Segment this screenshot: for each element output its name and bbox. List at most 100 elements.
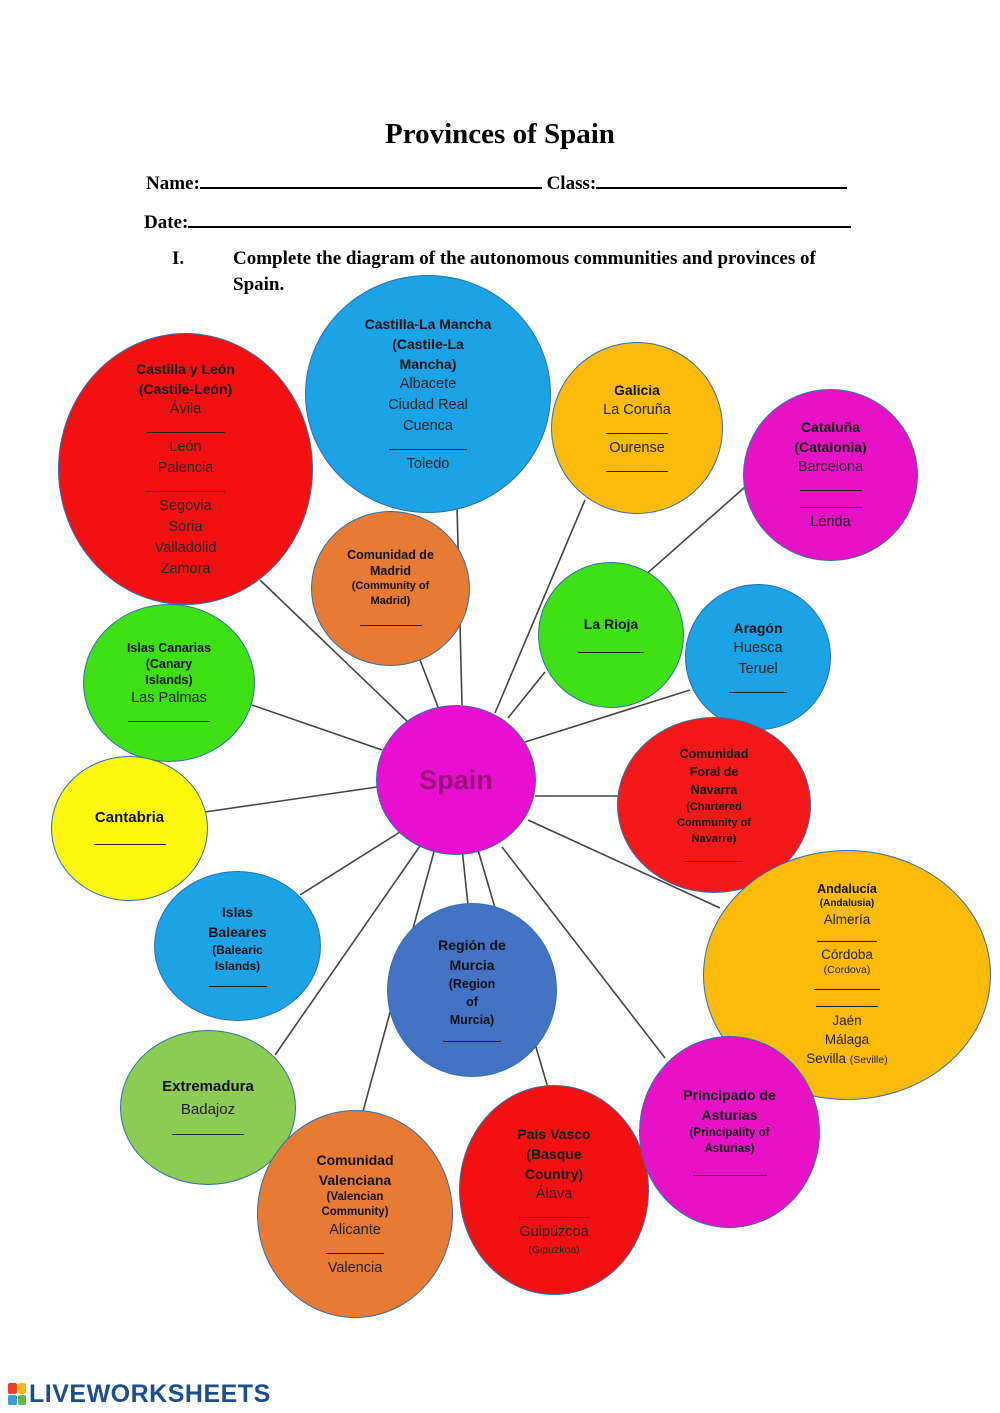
extremadura-name: Extremadura (162, 1077, 254, 1095)
cantabria-name: Cantabria (94, 809, 165, 826)
madrid-blank[interactable] (359, 613, 422, 626)
castilla-leon-zamora: Zamora (160, 560, 211, 577)
valenciana-alicante: Alicante (329, 1221, 381, 1238)
pais-vasco-name: País Vasco (517, 1125, 591, 1142)
pais-vasco-alt: (Basque Country) (524, 1145, 584, 1182)
castilla-mancha-cuenca: Cuenca (403, 417, 453, 434)
connector-andalucia (527, 819, 721, 909)
andalucia-blank-2[interactable] (814, 977, 880, 990)
andalucia-alt: (Andalusia) (819, 897, 875, 909)
pais-vasco-blank[interactable] (519, 1205, 589, 1218)
cataluna-name: Cataluña (800, 419, 861, 435)
navarra-name: Comunidad Foral de Navarra (679, 746, 749, 797)
cataluna-barcelona: Barcelona (797, 459, 864, 475)
madrid-alt: (Community of Madrid) (351, 580, 430, 607)
castilla-mancha-toledo: Toledo (406, 455, 450, 472)
name-blank[interactable] (199, 171, 542, 189)
pais-vasco-guipuzcoa-note: (Gipuzkoa) (528, 1243, 580, 1256)
bubble-madrid: Comunidad de Madrid (Community of Madrid… (311, 511, 470, 666)
castilla-leon-leon: León (169, 438, 202, 455)
andalucia-blank-3[interactable] (816, 994, 878, 1007)
andalucia-jaen: Jaén (832, 1012, 862, 1028)
bubble-baleares: Islas Baleares (Balearic Islands) (154, 871, 321, 1021)
asturias-blank[interactable] (692, 1163, 767, 1176)
class-blank[interactable] (596, 171, 848, 189)
andalucia-almeria: Almería (823, 911, 871, 927)
date-blank[interactable] (188, 210, 852, 228)
cataluna-lerida: Lérida (810, 514, 851, 530)
cantabria-blank[interactable] (93, 832, 166, 845)
connector-galicia (494, 499, 586, 714)
canarias-name: Islas Canarias (126, 641, 212, 655)
andalucia-sevilla-note: (Seville) (849, 1053, 888, 1066)
instruction-number: I. (172, 248, 185, 269)
aragon-huesca: Huesca (733, 639, 783, 656)
spain-label: Spain (419, 764, 493, 795)
castilla-mancha-ciudad-real: Ciudad Real (388, 396, 468, 413)
name-class-row: Name: Class: (146, 171, 848, 195)
castilla-mancha-blank[interactable] (389, 437, 467, 450)
andalucia-cordoba: Córdoba (821, 946, 873, 962)
pais-vasco-guipuzcoa: Guipúzcoa (519, 1223, 589, 1240)
bubble-murcia: Región de Murcia (Region of Murcia) (387, 903, 557, 1077)
valenciana-valencia: Valencia (327, 1259, 383, 1276)
aragon-name: Aragón (733, 619, 783, 636)
castilla-leon-alt: (Castile-León) (138, 380, 233, 397)
la-rioja-blank[interactable] (578, 640, 644, 653)
asturias-alt: (Principality of Asturias) (689, 1126, 770, 1155)
pais-vasco-alava: Álava (535, 1185, 573, 1202)
bubble-castilla-mancha: Castilla-La Mancha (Castile-La Mancha) A… (305, 275, 551, 513)
extremadura-blank[interactable] (172, 1122, 244, 1135)
castilla-leon-blank-2[interactable] (146, 479, 225, 492)
logo-mark-icon (8, 1383, 26, 1405)
bubble-spain: Spain (376, 705, 536, 855)
murcia-name: Región de Murcia (438, 936, 506, 973)
bubble-cataluna: Cataluña (Catalonia) Barcelona Lérida (743, 389, 918, 561)
canarias-blank[interactable] (128, 709, 210, 722)
andalucia-sevilla: Sevilla (806, 1050, 847, 1066)
galicia-blank-1[interactable] (606, 421, 668, 434)
connector-murcia (461, 847, 469, 906)
instruction-text: Complete the diagram of the autonomous c… (233, 248, 816, 295)
andalucia-blank-1[interactable] (817, 929, 877, 942)
canarias-las-palmas: Las Palmas (131, 690, 207, 706)
bubble-asturias: Principado de Asturias (Principality of … (639, 1036, 820, 1228)
castilla-leon-segovia: Segovia (159, 497, 212, 514)
madrid-name: Comunidad de Madrid (347, 548, 434, 578)
logo-text: LIVEWORKSHEETS (29, 1379, 271, 1408)
castilla-leon-name: Castilla y León (136, 360, 235, 377)
liveworksheets-logo: LIVEWORKSHEETS (8, 1379, 271, 1408)
valenciana-alt: (Valencian Community) (321, 1190, 389, 1218)
la-rioja-name: La Rioja (583, 615, 639, 632)
bubble-extremadura: Extremadura Badajoz (120, 1030, 296, 1185)
galicia-blank-2[interactable] (606, 459, 668, 472)
bubble-la-rioja: La Rioja (538, 562, 684, 708)
navarra-blank[interactable] (685, 849, 743, 862)
baleares-name: Islas Baleares (208, 903, 267, 940)
asturias-name: Principado de Asturias (683, 1086, 776, 1123)
cataluna-blank-1[interactable] (799, 478, 862, 491)
bubble-cantabria: Cantabria (51, 756, 208, 901)
castilla-leon-valladolid: Valladolid (154, 539, 217, 556)
connector-asturias (501, 846, 666, 1059)
connector-baleares (299, 831, 401, 896)
andalucia-cordoba-note: (Cordova) (823, 963, 871, 976)
castilla-leon-avila: Ávila (169, 400, 202, 417)
aragon-blank[interactable] (729, 680, 787, 693)
castilla-mancha-name: Castilla-La Mancha (364, 315, 492, 332)
canarias-alt: (Canary Islands) (145, 657, 193, 687)
valenciana-blank[interactable] (326, 1241, 384, 1254)
murcia-blank[interactable] (443, 1029, 501, 1042)
galicia-la-coruna: La Coruña (603, 402, 671, 418)
castilla-leon-blank-1[interactable] (146, 420, 225, 433)
cataluna-alt: (Catalonia) (794, 439, 867, 455)
baleares-blank[interactable] (208, 974, 267, 987)
connector-aragon (524, 689, 691, 743)
bubble-castilla-leon: Castilla y León (Castile-León) Ávila Leó… (58, 333, 313, 605)
connector-extremadura (274, 845, 421, 1056)
date-row: Date: (144, 210, 852, 234)
andalucia-name: Andalucía (817, 881, 877, 896)
baleares-alt: (Balearic Islands) (212, 942, 263, 973)
date-label: Date: (144, 212, 189, 233)
cataluna-blank-2[interactable] (799, 495, 862, 508)
